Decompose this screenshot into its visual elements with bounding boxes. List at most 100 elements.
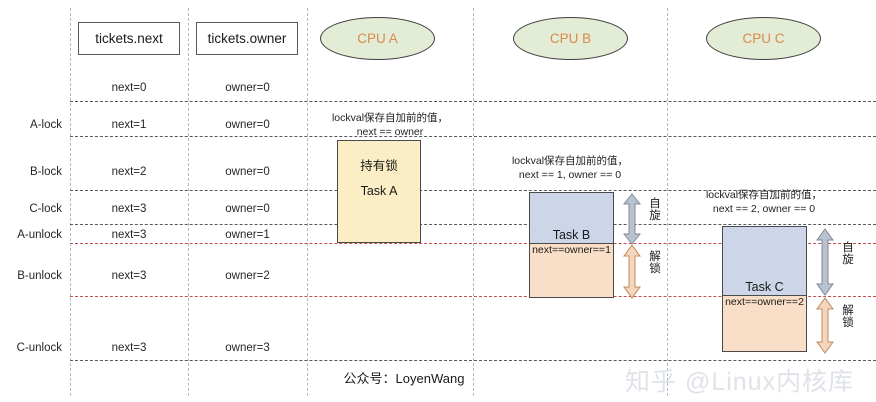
cell-next-0: next=0 (70, 82, 188, 94)
cell-owner-0-text: owner=0 (225, 82, 270, 94)
header-tickets-owner-label: tickets.owner (207, 31, 287, 46)
grid-vline-5 (667, 8, 668, 396)
header-cpu-b: CPU B (513, 17, 628, 60)
note-cpu-b-line2: next == 1, owner == 0 (518, 169, 622, 182)
cell-next-4-text: next=3 (111, 229, 147, 241)
cell-owner-5-text: owner=2 (225, 270, 270, 282)
cell-next-4: next=3 (70, 229, 188, 241)
cell-owner-1: owner=0 (188, 119, 307, 131)
cpu-c-spin-label-text: 自旋 (842, 242, 854, 267)
cell-next-2: next=2 (70, 166, 188, 178)
cpu-b-unlock-label-text: 解锁 (649, 251, 661, 276)
cpu-b-spin-label-text: 自旋 (649, 198, 661, 223)
cell-next-3: next=3 (70, 203, 188, 215)
note-cpu-a: lockval保存自加前的值， next == owner (307, 111, 473, 139)
cpu-b-unlock-label: 解锁 (648, 251, 662, 275)
grid-hline-a-unlock (70, 243, 876, 244)
cell-owner-5: owner=2 (188, 270, 307, 282)
grid-hline-b-lock (70, 190, 876, 191)
grid-hline-c-unlock (70, 360, 876, 361)
cell-next-1-text: next=1 (111, 119, 147, 131)
grid-hline-b-unlock (70, 296, 876, 297)
cell-next-0-text: next=0 (111, 82, 147, 94)
cell-next-5-text: next=3 (111, 270, 147, 282)
grid-vline-4 (473, 8, 474, 396)
row-label-c-unlock: C-unlock (0, 342, 62, 354)
task-b-name-text: Task B (552, 228, 591, 242)
cell-owner-2: owner=0 (188, 166, 307, 178)
header-tickets-next: tickets.next (78, 22, 180, 55)
cell-owner-0: owner=0 (188, 82, 307, 94)
cell-next-6: next=3 (70, 342, 188, 354)
cpu-c-unlock-label: 解锁 (841, 305, 855, 329)
task-b-unlock-box (529, 243, 614, 298)
grid-hline-top (70, 101, 876, 102)
grid-vline-2 (188, 8, 189, 396)
task-b-cond-text: next==owner==1 (532, 244, 611, 256)
footer-account: 公众号：LoyenWang (307, 368, 501, 387)
cell-owner-3-text: owner=0 (225, 203, 270, 215)
cpu-c-unlock-arrow (816, 297, 834, 354)
note-cpu-c-line1: lockval保存自加前的值， (705, 189, 823, 201)
cpu-c-spin-arrow (816, 228, 834, 296)
cell-next-1: next=1 (70, 119, 188, 131)
row-label-c-lock: C-lock (0, 203, 62, 215)
note-cpu-b-line1: lockval保存自加前的值， (511, 155, 629, 167)
task-c-cond-label: next==owner==2 (715, 296, 814, 308)
task-b-name-label: Task B (529, 228, 614, 242)
header-cpu-c: CPU C (706, 17, 821, 60)
row-label-a-unlock-text: A-unlock (17, 229, 62, 241)
grid-vline-1 (70, 8, 71, 396)
row-label-a-lock-text: A-lock (30, 119, 62, 131)
header-cpu-c-label: CPU C (742, 31, 785, 46)
task-a-name-label: Task A (337, 184, 421, 198)
cpu-c-spin-label: 自旋 (841, 242, 855, 266)
note-cpu-c-line2: next == 2, owner == 0 (712, 203, 816, 216)
note-cpu-a-line1: lockval保存自加前的值， (331, 112, 449, 124)
header-tickets-next-label: tickets.next (95, 31, 163, 46)
cell-owner-3: owner=0 (188, 203, 307, 215)
row-label-b-lock: B-lock (0, 166, 62, 178)
footer-watermark-text: 知乎 @Linux内核库 (625, 368, 855, 396)
task-c-name-text: Task C (745, 280, 784, 294)
row-label-b-unlock: B-unlock (0, 270, 62, 282)
grid-hline-c-lock (70, 224, 876, 225)
task-c-name-label: Task C (722, 280, 807, 294)
grid-hline-a-lock (70, 136, 876, 137)
cell-next-5: next=3 (70, 270, 188, 282)
cell-owner-2-text: owner=0 (225, 166, 270, 178)
cell-owner-6: owner=3 (188, 342, 307, 354)
cell-next-6-text: next=3 (111, 342, 147, 354)
header-cpu-a-label: CPU A (357, 31, 398, 46)
task-b-cond-label: next==owner==1 (522, 244, 621, 256)
task-a-hold-label: 持有锁 (337, 155, 421, 174)
note-cpu-c: lockval保存自加前的值， next == 2, owner == 0 (667, 188, 861, 216)
cell-next-3-text: next=3 (111, 203, 147, 215)
footer-watermark: 知乎 @Linux内核库 (625, 362, 854, 398)
cpu-c-unlock-label-text: 解锁 (842, 305, 854, 330)
cell-owner-4: owner=1 (188, 229, 307, 241)
header-cpu-a: CPU A (320, 17, 435, 60)
note-cpu-b: lockval保存自加前的值， next == 1, owner == 0 (473, 154, 667, 182)
row-label-a-lock: A-lock (0, 119, 62, 131)
row-label-b-unlock-text: B-unlock (17, 270, 62, 282)
note-cpu-a-line2: next == owner (356, 126, 424, 139)
footer-account-text: 公众号：LoyenWang (343, 371, 465, 386)
grid-vline-3 (307, 8, 308, 396)
cpu-b-spin-label: 自旋 (648, 198, 662, 222)
header-cpu-b-label: CPU B (549, 31, 592, 46)
cell-owner-4-text: owner=1 (225, 229, 270, 241)
task-c-cond-text: next==owner==2 (725, 296, 804, 308)
row-label-a-unlock: A-unlock (0, 229, 62, 241)
cpu-b-unlock-arrow (623, 244, 641, 299)
task-a-hold-text: 持有锁 (360, 159, 398, 173)
row-label-c-unlock-text: C-unlock (16, 342, 62, 354)
cell-next-2-text: next=2 (111, 166, 147, 178)
cell-owner-1-text: owner=0 (225, 119, 270, 131)
task-c-unlock-box (722, 295, 807, 352)
row-label-b-lock-text: B-lock (30, 166, 62, 178)
cpu-b-spin-arrow (622, 193, 642, 245)
cell-owner-6-text: owner=3 (225, 342, 270, 354)
row-label-c-lock-text: C-lock (29, 203, 62, 215)
